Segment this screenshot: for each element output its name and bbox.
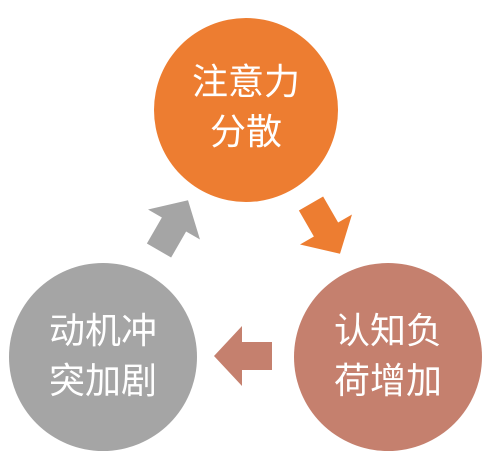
arrow-load-to-motivation-icon [214, 326, 272, 386]
node-label-cognitive-load-line1: 认知负 [333, 311, 442, 352]
node-label-attention-line1: 注意力 [191, 62, 300, 103]
node-circle-attention [154, 18, 338, 202]
node-label-motivation-conflict-line1: 动机冲 [48, 311, 157, 352]
arrow-motivation-to-attention-icon [146, 200, 200, 258]
node-label-motivation-conflict-line2: 突加剧 [48, 361, 157, 402]
node-label-motivation-conflict: 动机冲 突加剧 [33, 307, 173, 407]
node-label-cognitive-load: 认知负 荷增加 [318, 307, 458, 407]
node-label-attention: 注意力 分散 [176, 58, 316, 158]
node-label-attention-line2: 分散 [209, 112, 282, 153]
arrow-attention-to-load-icon [298, 196, 352, 254]
node-circle-cognitive-load [294, 263, 482, 451]
node-circle-motivation-conflict [9, 263, 197, 451]
node-label-cognitive-load-line2: 荷增加 [333, 361, 442, 402]
